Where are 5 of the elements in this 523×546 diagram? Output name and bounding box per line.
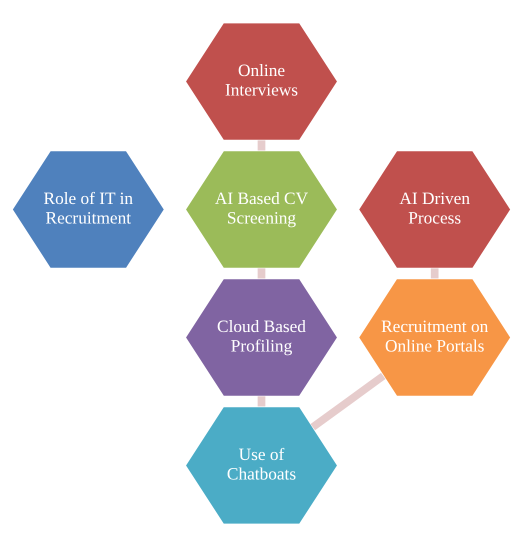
connector [258, 268, 266, 278]
connector [258, 140, 266, 150]
connector [430, 268, 439, 278]
connector [258, 396, 266, 406]
connector [310, 372, 386, 430]
